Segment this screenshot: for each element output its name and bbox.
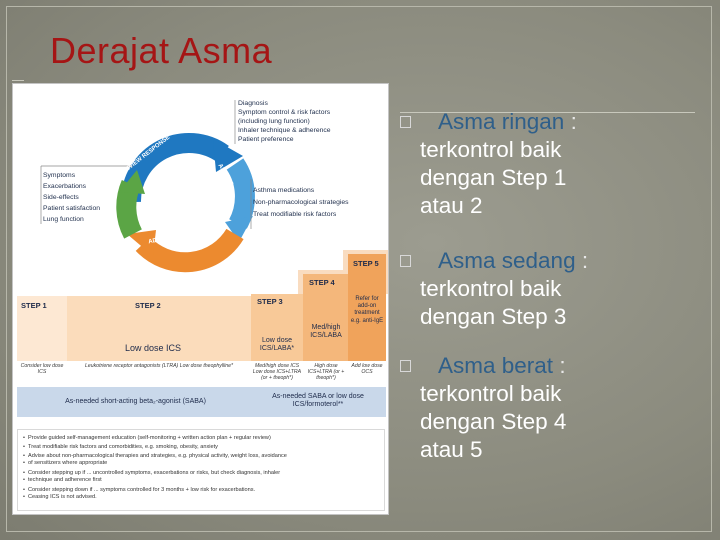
list-line: terkontrol baik — [420, 137, 562, 162]
review-list-item: Side-effects — [43, 194, 79, 201]
list-line: terkontrol baik — [420, 276, 562, 301]
adjust-list-item: Non-pharmacological strategies — [253, 199, 349, 206]
step4-column — [303, 274, 348, 361]
slide-border — [6, 6, 712, 532]
checkbox-icon — [400, 255, 411, 267]
step4-other: High dose ICS+LTRA (or + theoph*) — [307, 363, 345, 381]
list-line: terkontrol baik — [420, 381, 562, 406]
step1-label: STEP 1 — [21, 301, 47, 310]
adjust-arc-orange — [135, 228, 244, 273]
note-item: Treat modifiable risk factors and comorb… — [23, 444, 383, 450]
assess-list-item: Diagnosis — [238, 100, 268, 107]
note-item: Advise about non-pharmacological therapi… — [23, 453, 383, 459]
assess-arc-blue — [226, 158, 255, 229]
step5-label: STEP 5 — [353, 259, 379, 268]
step3-other: Med/high dose ICS Low dose ICS+LTRA (or … — [252, 363, 302, 381]
assess-arrowhead — [225, 216, 253, 242]
step3-column — [251, 294, 303, 361]
note-item: Provide guided self-management education… — [23, 435, 383, 441]
review-list-item: Lung function — [43, 216, 84, 223]
list-item-asma-sedang: Asma sedang : terkontrol baik dengan Ste… — [400, 247, 680, 331]
list-line: dengan Step 1 — [420, 165, 567, 190]
review-list-item: Symptoms — [43, 172, 76, 179]
note-item: Consider stepping up if ... uncontrolled… — [23, 470, 383, 476]
adjust-arrowhead — [127, 230, 156, 256]
note-item-cont: Ceasing ICS is not advised. — [23, 494, 383, 500]
step5-other: Add low dose OCS — [351, 363, 383, 375]
severity-label: Asma ringan — [438, 109, 565, 134]
assess-list-item: Patient preference — [238, 136, 294, 143]
step2-column — [67, 296, 251, 361]
note-item-cont: of sensitizers where appropriate — [23, 460, 383, 466]
divider-rule — [400, 112, 695, 113]
severity-colon: : — [564, 109, 577, 134]
adjust-list-item: Asthma medications — [253, 187, 315, 194]
severity-label: Asma berat — [438, 353, 554, 378]
review-list-item: Patient satisfaction — [43, 205, 101, 212]
reliever-saba-or-ics-formoterol: As-needed SABA or low dose ICS/formotero… — [272, 393, 364, 409]
note-item: Consider stepping down if ... symptoms c… — [23, 487, 383, 493]
reliever-bar — [17, 387, 386, 417]
adjust-list-item: Treat modifiable risk factors — [253, 211, 337, 218]
step3-preferred: Low dose ICS/LABA* — [259, 337, 295, 353]
title-rule — [12, 80, 24, 81]
checkbox-icon — [400, 360, 411, 372]
step5-column — [348, 254, 386, 361]
step3-label: STEP 3 — [257, 297, 283, 306]
review-list-item: Exacerbations — [43, 183, 87, 190]
step4-label: STEP 4 — [309, 278, 335, 287]
list-line: dengan Step 4 — [420, 409, 567, 434]
assess-list-item: Inhaler technique & adherence — [238, 127, 331, 134]
list-item-asma-berat: Asma berat : terkontrol baik dengan Step… — [400, 352, 680, 464]
assess-list-item: (including lung function) — [238, 118, 310, 125]
step2-label: STEP 2 — [135, 301, 161, 310]
slide-title: Derajat Asma — [50, 30, 273, 71]
severity-label: Asma sedang — [438, 248, 576, 273]
step2-preferred: Low dose ICS — [124, 343, 182, 353]
list-item-asma-ringan: Asma ringan : terkontrol baik dengan Ste… — [400, 108, 680, 220]
review-arrowhead — [213, 139, 243, 172]
severity-colon: : — [553, 353, 566, 378]
step1-column — [17, 296, 67, 361]
management-notes: Provide guided self-management education… — [17, 429, 385, 511]
step4-preferred: Med/high ICS/LABA — [310, 324, 342, 340]
response-arrowhead — [119, 170, 145, 194]
severity-colon: : — [575, 248, 589, 273]
step2-other: Leukotriene receptor antagonists (LTRA) … — [84, 363, 234, 369]
list-line: atau 5 — [420, 437, 483, 462]
reliever-saba: As-needed short-acting beta₂-agonist (SA… — [65, 398, 206, 405]
note-item-cont: technique and adherence first — [23, 477, 383, 483]
assess-list-item: Symptom control & risk factors — [238, 109, 331, 116]
checkbox-icon — [400, 116, 411, 128]
step1-other: Consider low dose ICS — [20, 363, 64, 375]
list-line: dengan Step 3 — [420, 304, 567, 329]
list-line: atau 2 — [420, 193, 483, 218]
asthma-stepwise-figure: REVIEW RESPONSE ASSESS ADJUST TREATMENT … — [12, 83, 389, 515]
step5-preferred: Refer for add-on treatment e.g. anti-IgE — [350, 296, 384, 324]
